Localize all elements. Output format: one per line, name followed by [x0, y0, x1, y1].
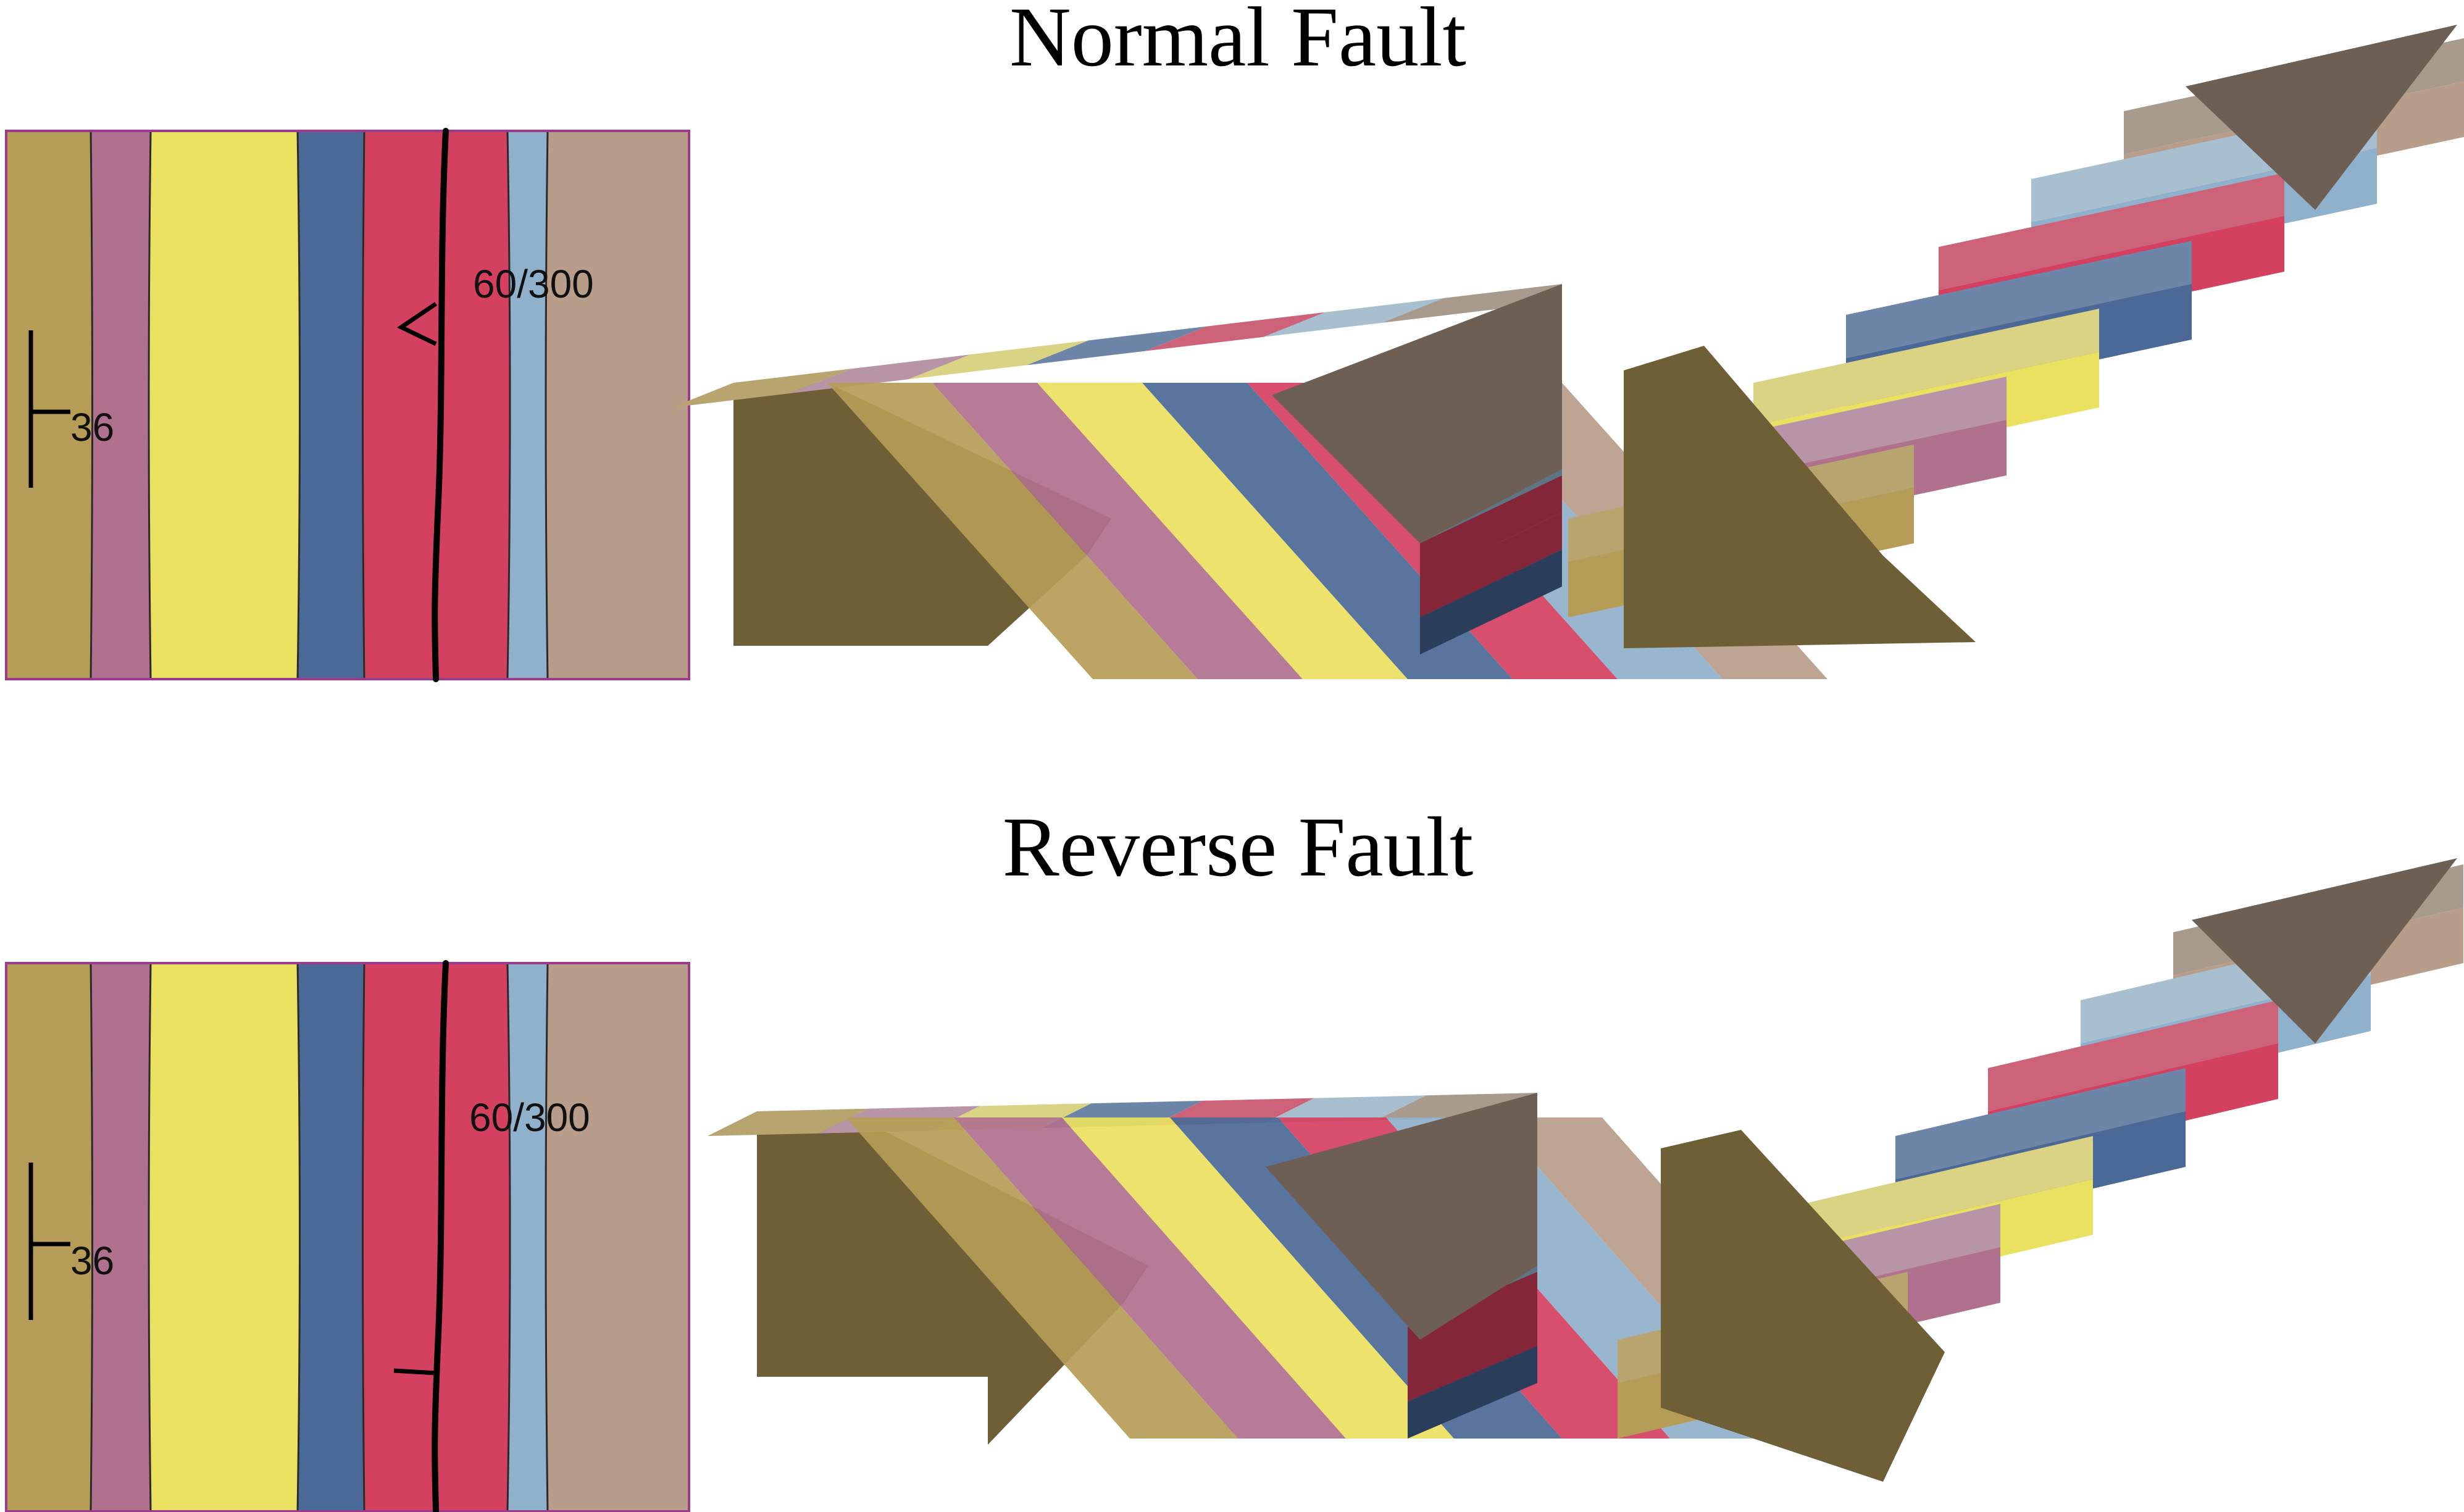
map-band-2 [91, 963, 151, 1511]
block-model-reverse [708, 1093, 1886, 1445]
map-band-3 [149, 963, 300, 1511]
map-contact-line [296, 963, 301, 1512]
map-contact-line [506, 130, 511, 680]
top-band-4 [1027, 326, 1207, 365]
map-band-5 [362, 963, 510, 1511]
top-band-7 [1376, 1093, 1537, 1121]
title-normal-fault: Normal Fault [1009, 0, 1466, 84]
bedding-dip-label-reverse: 36 [70, 1238, 114, 1283]
map-contact-line [545, 963, 549, 1512]
geologic-map-reverse [5, 960, 690, 1512]
normal-fault-tick [397, 302, 437, 346]
cap-wedge [2192, 858, 2457, 1043]
map-contact-line [148, 130, 152, 680]
footwall-face [757, 1111, 1148, 1445]
footwall-block [1661, 1130, 1945, 1482]
front-stripe-3 [1037, 383, 1408, 679]
fault-attitude-label-normal: 60/300 [473, 262, 594, 306]
geologic-map-normal [5, 128, 690, 682]
map-band-4 [298, 131, 364, 679]
side-band-4 [1408, 1309, 1537, 1401]
top-band-6 [1263, 298, 1444, 337]
title-reverse-fault: Reverse Fault [1003, 800, 1474, 894]
front-stripe-2 [954, 1117, 1346, 1439]
top-band-6 [1264, 1095, 1426, 1123]
side-band-5 [1420, 549, 1562, 654]
side-band-3 [1408, 1272, 1537, 1364]
map-band-1 [6, 963, 93, 1511]
side-band-3 [1420, 475, 1562, 580]
fault-attitude-label-reverse: 60/300 [469, 1095, 590, 1140]
top-band-7 [1382, 284, 1562, 323]
slab-top-4 [1846, 241, 2192, 358]
map-contact-line [362, 130, 365, 680]
front-stripe-3 [1062, 1117, 1454, 1439]
map-band-5 [362, 131, 510, 679]
map-band-2 [91, 131, 151, 679]
map-band-7 [546, 963, 689, 1511]
top-wedge [1266, 1093, 1537, 1340]
front-stripe-1 [846, 1117, 1238, 1439]
top-band-1 [708, 1108, 869, 1136]
map-band-1 [6, 131, 93, 679]
slab-top-4 [1895, 1068, 2186, 1179]
map-contact-line [506, 963, 511, 1512]
fault-trace [432, 960, 449, 1512]
map-band-3 [149, 131, 300, 679]
front-stripe-2 [932, 383, 1303, 679]
exploded-model-normal [1568, 25, 2464, 648]
map-frame [5, 962, 690, 1512]
cap-wedge [2186, 25, 2457, 210]
slab-top-5 [1939, 173, 2284, 290]
map-contact-line [545, 130, 549, 680]
exploded-model-reverse [1618, 858, 2463, 1482]
fault-trace [432, 128, 449, 682]
map-band-4 [298, 963, 364, 1511]
slab-top-3 [1803, 1136, 2093, 1247]
map-band-6 [507, 963, 548, 1511]
top-wedge [1272, 284, 1562, 543]
map-band-6 [507, 131, 548, 679]
side-band-5 [1408, 1346, 1537, 1439]
map-contact-line [362, 963, 365, 1512]
map-contact-line [90, 130, 93, 680]
map-band-7 [546, 131, 689, 679]
bedding-dip-label-normal: 36 [70, 405, 114, 449]
slab-top-5 [1988, 1000, 2278, 1111]
top-band-1 [672, 369, 852, 407]
map-contact-line [90, 963, 93, 1512]
top-band-5 [1145, 312, 1326, 351]
slab-top-3 [1753, 309, 2099, 426]
reverse-fault-tick [393, 1368, 436, 1376]
footwall-block [1624, 346, 1976, 648]
top-band-3 [908, 340, 1089, 380]
front-stripe-1 [827, 383, 1198, 679]
map-contact-line [296, 130, 301, 680]
side-band-4 [1420, 512, 1562, 617]
map-contact-line [148, 963, 152, 1512]
